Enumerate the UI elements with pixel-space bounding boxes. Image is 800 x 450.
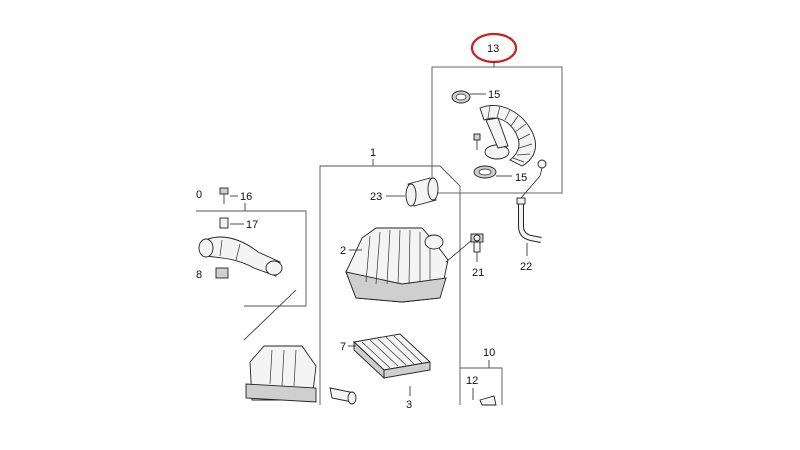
group-frame-1 — [319, 165, 461, 405]
pipe-22 — [516, 197, 542, 243]
group-frame-16 — [196, 210, 307, 307]
filter-element-7 — [353, 333, 431, 380]
callout-15-top: 15 — [488, 89, 500, 101]
group-frame-13 — [431, 66, 563, 194]
callout-12: 12 — [466, 375, 478, 387]
callout-17: 17 — [246, 219, 258, 231]
callout-13: 13 — [487, 43, 499, 55]
callout-0: 0 — [196, 189, 202, 201]
callout-7: 7 — [340, 341, 346, 353]
callout-10: 10 — [483, 347, 495, 359]
leader-2-link — [445, 239, 473, 263]
intake-hose — [479, 105, 537, 167]
callout-21: 21 — [472, 267, 484, 279]
sensor-21 — [470, 233, 484, 253]
bolt-13 — [473, 133, 481, 150]
resonator-part — [329, 387, 357, 405]
leader-22-link — [520, 175, 541, 199]
callout-1: 1 — [370, 147, 376, 159]
callout-16: 16 — [240, 191, 252, 203]
callout-22: 22 — [520, 261, 532, 273]
callout-3: 3 — [406, 399, 412, 411]
leader-lower — [243, 289, 297, 341]
duct-23 — [405, 177, 439, 207]
connector-13 — [537, 159, 547, 177]
group-frame-10 — [460, 367, 503, 405]
air-cleaner-cover-2 — [345, 227, 449, 303]
hose-12 — [479, 395, 497, 406]
clamp-15-top — [451, 90, 471, 104]
callout-8: 8 — [196, 269, 202, 281]
callout-15-bottom: 15 — [515, 172, 527, 184]
grommet-17 — [219, 217, 229, 229]
callout-23: 23 — [370, 191, 382, 203]
bolt-16 — [219, 187, 229, 204]
clamp-15-bottom — [473, 165, 497, 179]
callout-2: 2 — [340, 245, 346, 257]
snorkel-duct — [198, 236, 283, 277]
grommet-18 — [215, 267, 229, 279]
lower-air-box — [245, 345, 317, 403]
